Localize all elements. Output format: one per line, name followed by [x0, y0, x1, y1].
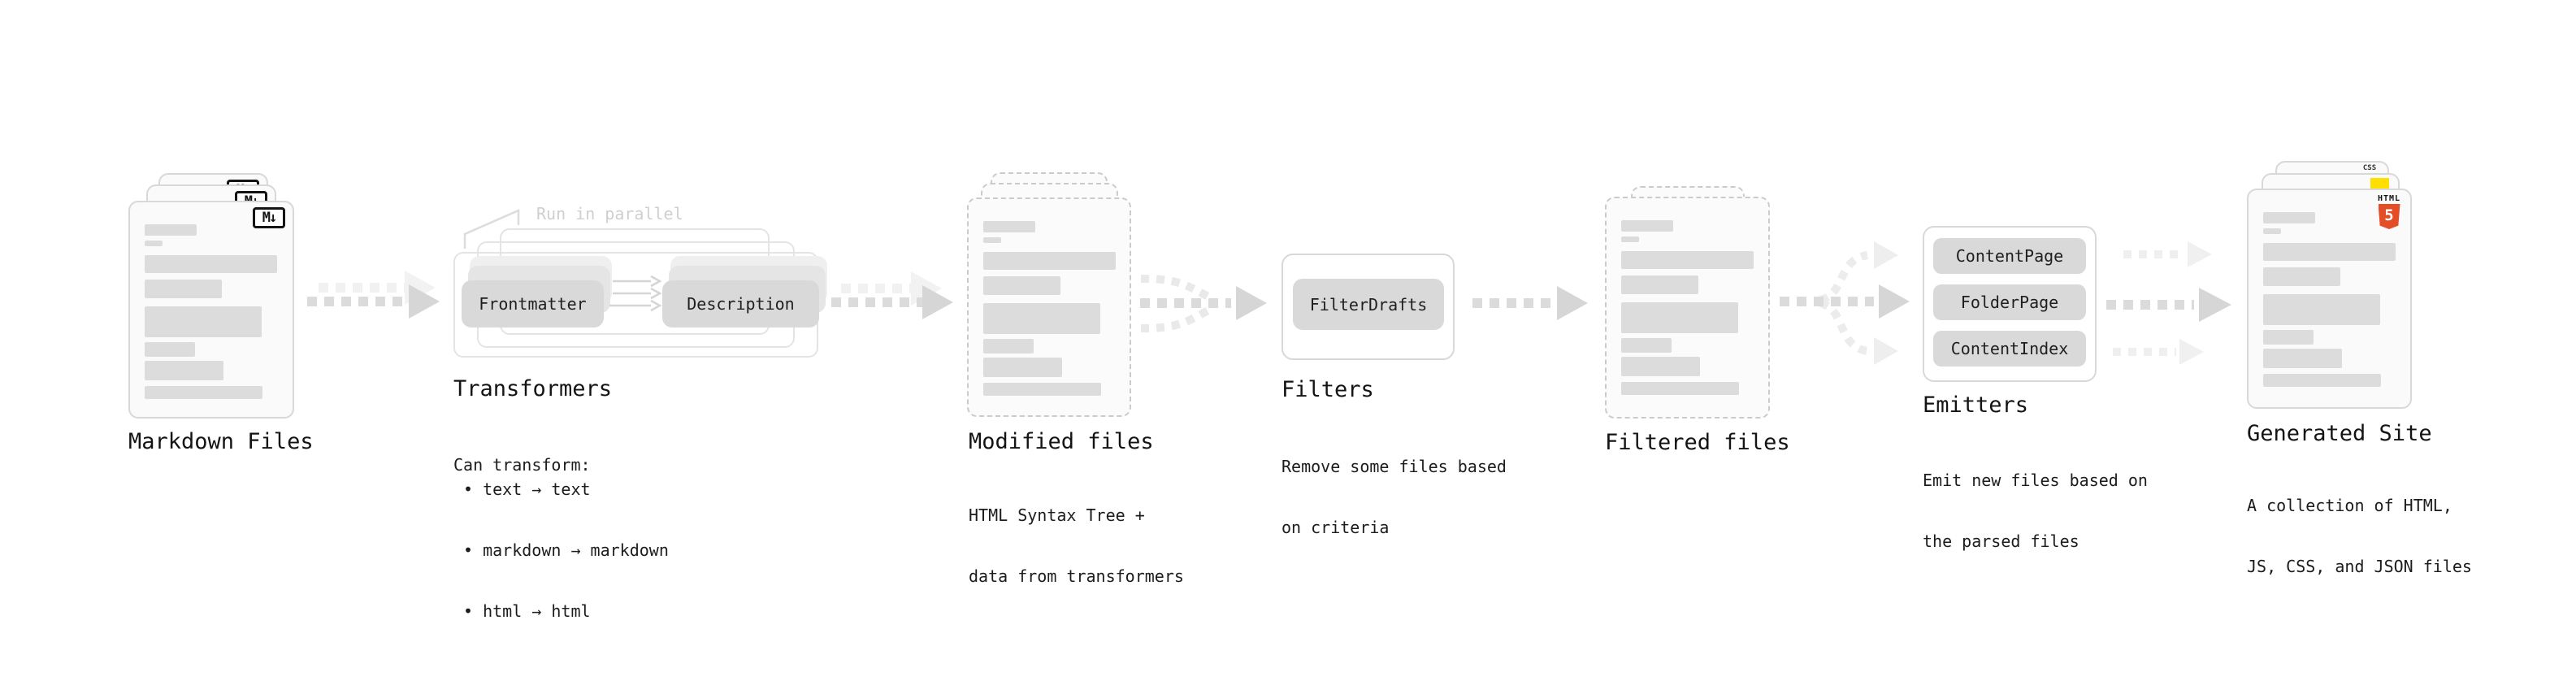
content-line — [1621, 338, 1672, 353]
bullet-line: • html → html — [463, 601, 591, 621]
file-content-placeholder — [2263, 212, 2396, 387]
arrow-filters-to-filtered — [1472, 286, 1588, 320]
generated-site-caption: A collection of HTML, JS, CSS, and JSON … — [2247, 455, 2472, 618]
html5-icon-shield: 5 — [2378, 204, 2400, 229]
content-line — [2263, 294, 2380, 325]
content-line — [145, 342, 195, 357]
file-content-placeholder — [1621, 220, 1754, 395]
filtered-file-stack — [1605, 186, 1770, 419]
html5-icon: HTML 5 — [2374, 194, 2404, 229]
content-line — [983, 383, 1101, 396]
caption-line: HTML Syntax Tree + — [969, 505, 1145, 525]
content-line — [145, 361, 223, 380]
arrow-transformers-to-modified — [831, 271, 953, 319]
content-line — [983, 339, 1034, 354]
content-line — [145, 255, 277, 273]
filtered-file-card-front — [1605, 197, 1770, 419]
arrow-filtered-to-emitters-fanout — [1780, 241, 1910, 365]
markdown-icon: M↓ — [253, 207, 285, 228]
markdown-file-card-front: M↓ — [128, 201, 294, 419]
emitters-caption: Emit new files based on the parsed files — [1923, 430, 2148, 592]
stage-label-filters: Filters — [1281, 377, 1374, 402]
filters-caption: Remove some files based on criteria — [1281, 416, 1507, 579]
arrow-markdown-to-transformers — [307, 271, 440, 319]
content-line — [2263, 374, 2381, 387]
content-line — [145, 280, 222, 298]
stage-label-transformers: Transformers — [453, 376, 613, 401]
markdown-file-stack: M↓ M↓ M↓ — [128, 173, 294, 419]
caption-line: Remove some files based — [1281, 457, 1507, 476]
content-line — [2263, 212, 2315, 223]
content-line — [2263, 243, 2396, 261]
contentindex-button: ContentIndex — [1933, 331, 2086, 367]
content-line — [1621, 357, 1700, 376]
modified-files-caption: HTML Syntax Tree + data from transformer… — [969, 465, 1184, 627]
content-line — [2263, 349, 2342, 368]
content-line — [983, 237, 1001, 243]
arrow-emitters-to-generated — [2106, 241, 2231, 365]
stage-label-markdown-files: Markdown Files — [128, 429, 314, 454]
filterdrafts-button: FilterDrafts — [1293, 279, 1444, 330]
arrow-modified-to-filters-merge — [1140, 275, 1267, 332]
content-line — [1621, 236, 1639, 242]
run-in-parallel-annotation: Run in parallel — [536, 204, 683, 223]
modified-file-stack — [967, 172, 1131, 419]
caption-line: Emit new files based on — [1923, 471, 2148, 490]
content-line — [983, 221, 1035, 232]
content-line — [1621, 302, 1738, 333]
content-line — [1621, 275, 1698, 294]
caption-line: A collection of HTML, — [2247, 496, 2452, 515]
contentpage-button: ContentPage — [1933, 238, 2086, 274]
stage-label-generated-site: Generated Site — [2247, 421, 2432, 446]
javascript-icon — [2370, 178, 2389, 189]
bullet-line: • text → text — [463, 479, 591, 499]
transformers-bullets: • text → text • markdown → markdown • ht… — [463, 439, 669, 662]
content-line — [1621, 382, 1739, 395]
generated-site-stack: CSS HTML 5 — [2247, 161, 2412, 409]
content-line — [145, 241, 163, 246]
content-line — [2263, 228, 2281, 234]
caption-line: data from transformers — [969, 566, 1184, 586]
content-line — [2263, 330, 2314, 345]
content-line — [145, 306, 262, 337]
bullet-line: • markdown → markdown — [463, 540, 669, 560]
frontmatter-button: Frontmatter — [462, 280, 604, 327]
caption-line: the parsed files — [1923, 531, 2079, 551]
description-button: Description — [662, 280, 819, 327]
html5-icon-label: HTML — [2377, 194, 2401, 203]
stage-label-emitters: Emitters — [1923, 393, 2029, 418]
content-line — [2263, 267, 2340, 286]
stage-label-modified-files: Modified files — [969, 429, 1154, 454]
file-content-placeholder — [145, 224, 277, 399]
modified-file-card-front — [967, 197, 1131, 417]
content-line — [983, 276, 1060, 295]
content-line — [145, 386, 262, 399]
content-line — [983, 252, 1116, 270]
content-line — [1621, 220, 1673, 232]
caption-line: Can transform: — [453, 455, 591, 475]
caption-line: on criteria — [1281, 518, 1390, 537]
html-file-card: HTML 5 — [2247, 189, 2412, 409]
content-line — [1621, 251, 1754, 269]
transformers-caption: Can transform: — [453, 414, 591, 516]
stage-label-filtered-files: Filtered files — [1605, 430, 1790, 455]
file-content-placeholder — [983, 221, 1116, 396]
content-line — [145, 224, 197, 236]
caption-line: JS, CSS, and JSON files — [2247, 557, 2472, 576]
content-line — [983, 358, 1062, 377]
folderpage-button: FolderPage — [1933, 284, 2086, 320]
css-icon-label: CSS — [2362, 164, 2377, 172]
content-line — [983, 303, 1100, 334]
